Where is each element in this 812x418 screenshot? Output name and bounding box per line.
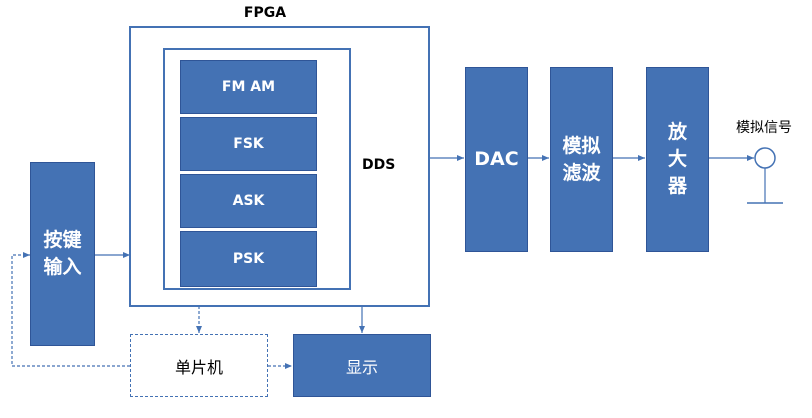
modulation-block-fm-am: FM AM — [180, 60, 317, 114]
dds-label: DDS — [362, 157, 396, 173]
output-terminal-circle — [754, 147, 776, 169]
analog-filter-block: 模拟 滤波 — [550, 67, 613, 252]
fpga-title: FPGA — [243, 5, 287, 21]
dac-block: DAC — [465, 67, 528, 252]
modulation-block-psk: PSK — [180, 231, 317, 287]
modulation-block-ask: ASK — [180, 174, 317, 228]
mcu-block: 单片机 — [130, 334, 268, 397]
modulation-block-fsk: FSK — [180, 117, 317, 171]
keypad-input-block: 按键 输入 — [30, 162, 95, 346]
dashed-loop-mcu-to-keypad — [11, 252, 130, 367]
display-block: 显示 — [293, 334, 431, 397]
output-signal-label: 模拟信号 — [736, 120, 792, 136]
amplifier-block: 放 大 器 — [646, 67, 709, 252]
